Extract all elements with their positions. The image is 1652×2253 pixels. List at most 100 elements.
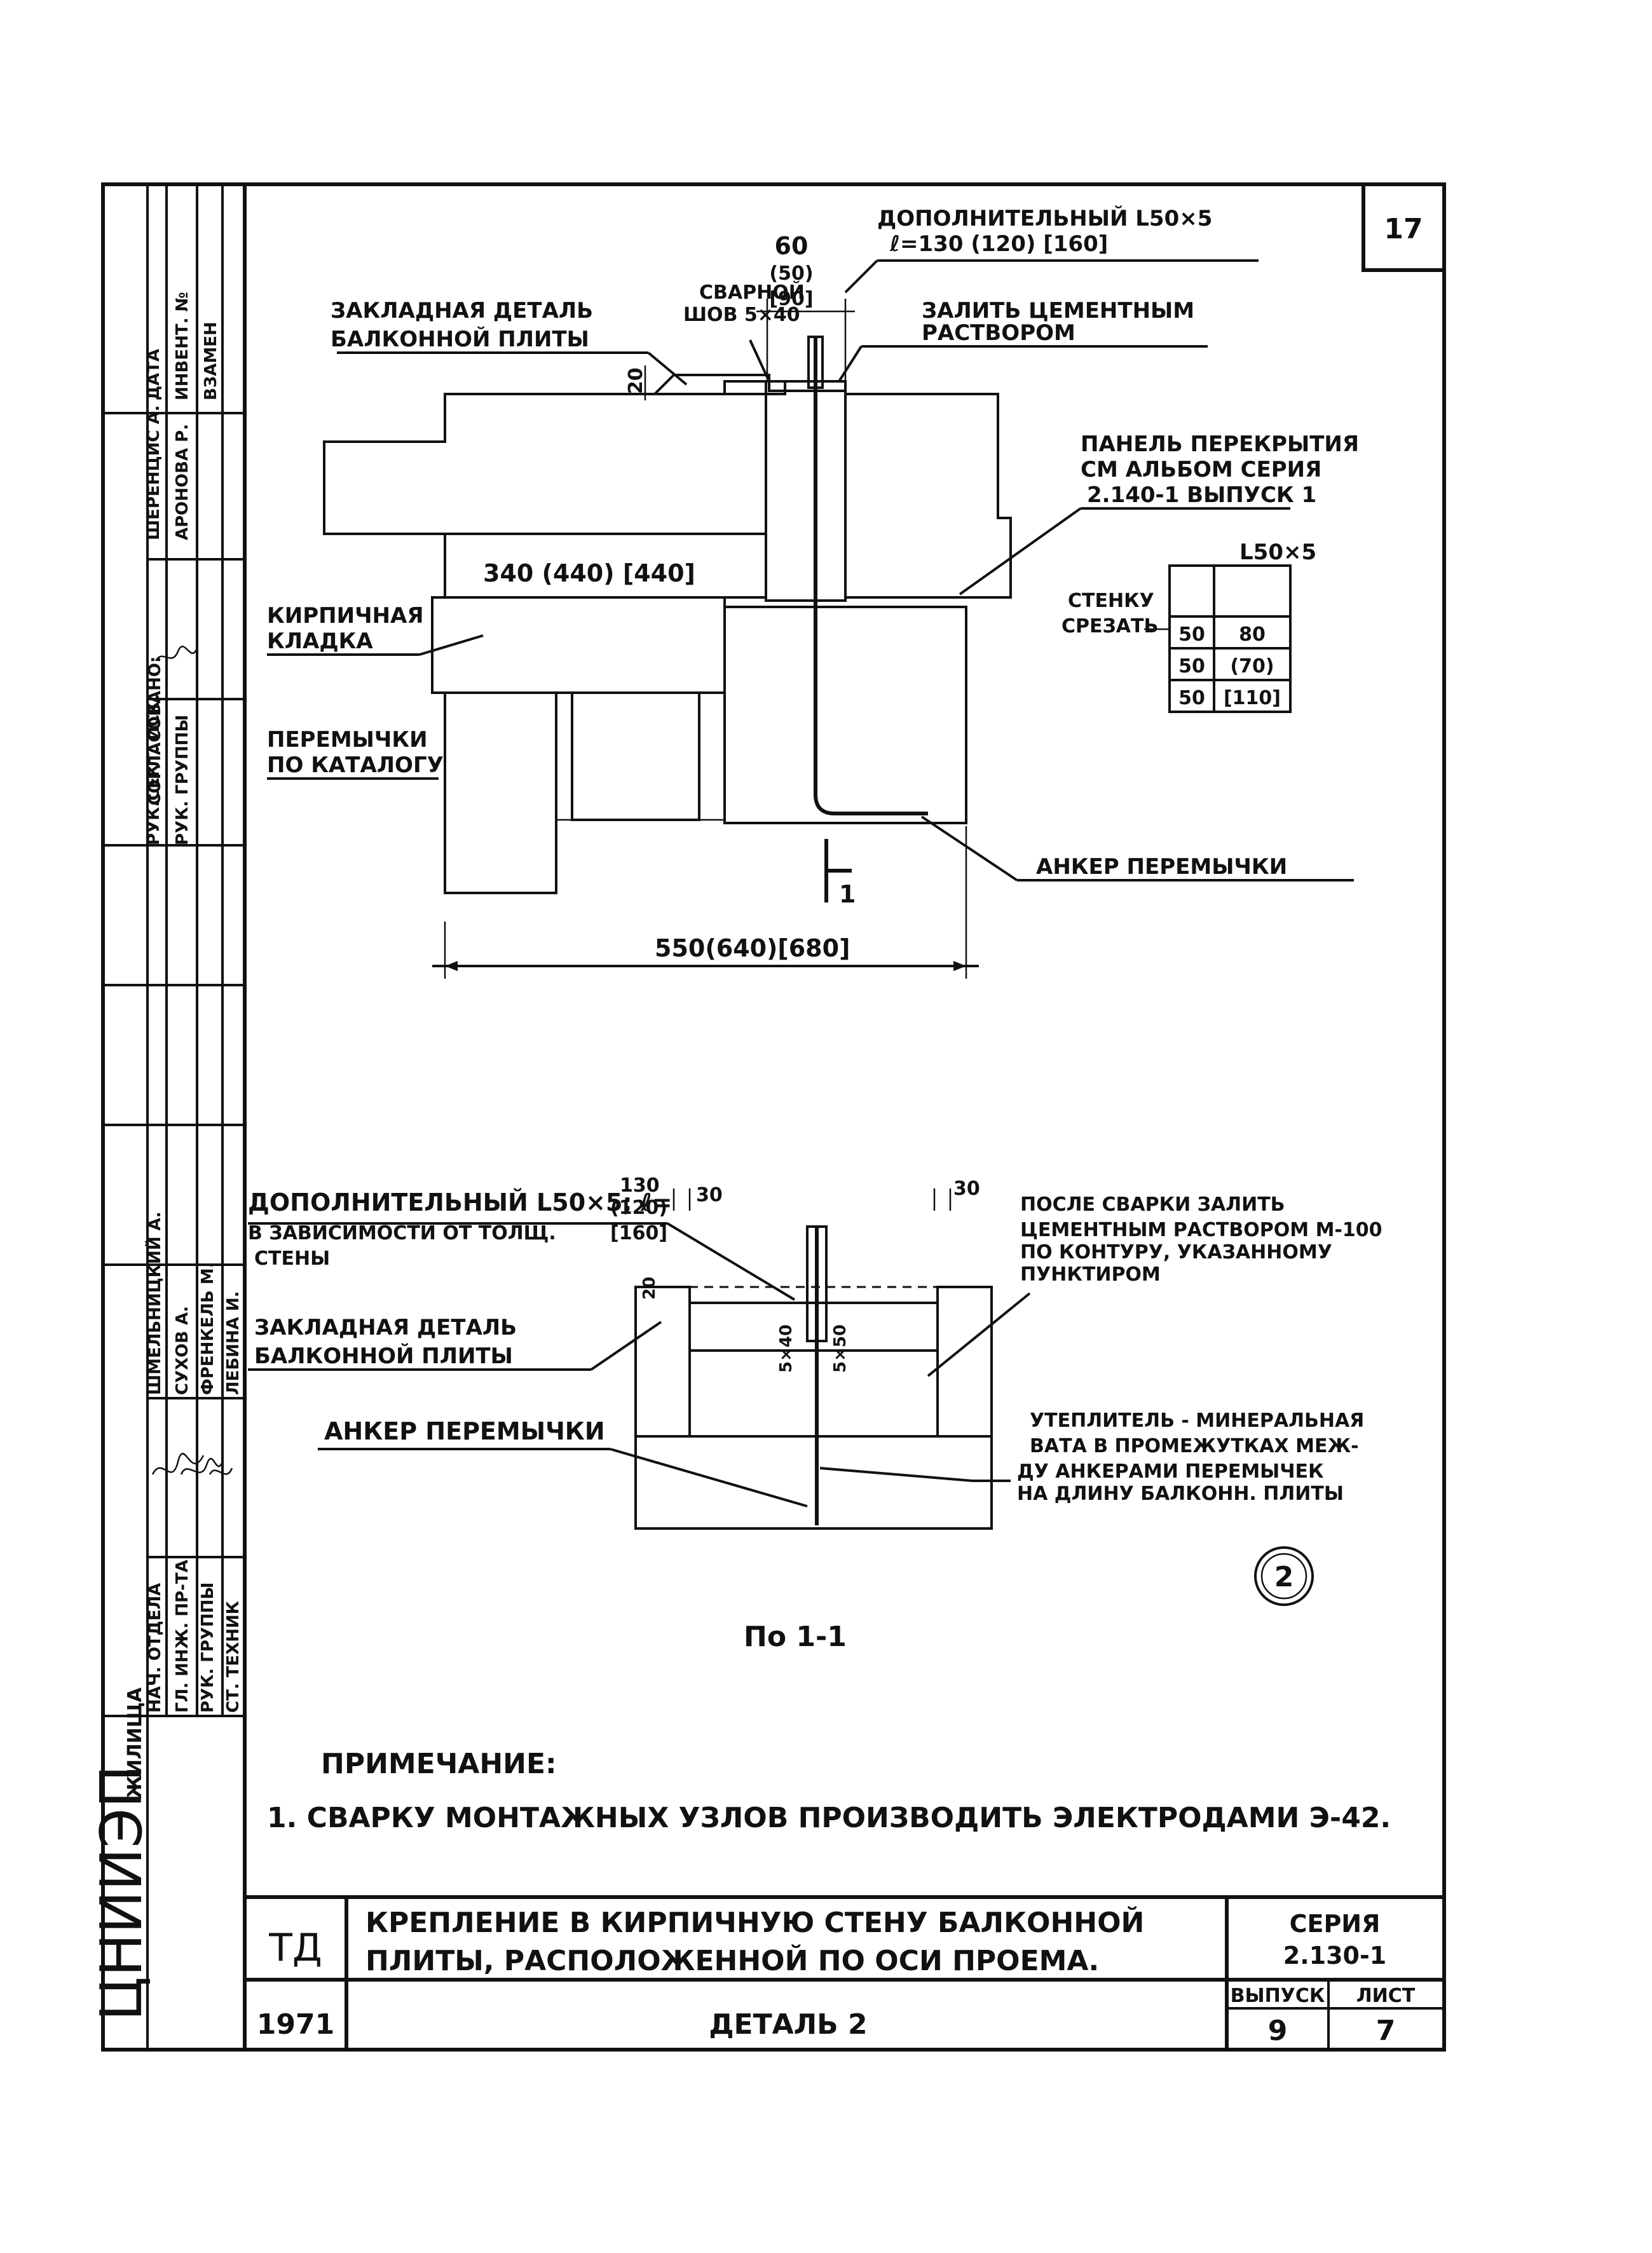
dim-60: 60 — [775, 232, 809, 260]
depends-label: В ЗАВИСИМОСТИ ОТ ТОЛЩ. — [248, 1222, 556, 1244]
additional-angle-len: ℓ=130 (120) [160] — [889, 231, 1108, 257]
balcony-slab — [323, 393, 767, 535]
series-value: 2.130-1 — [1283, 1942, 1386, 1970]
table-cell: 80 — [1239, 623, 1266, 646]
lintel-main — [723, 606, 967, 824]
bottom-anchor-label: АНКЕР ПЕРЕМЫЧКИ — [324, 1417, 605, 1445]
issue-label: ВЫПУСК — [1231, 1985, 1325, 2007]
lintel-label: ПЕРЕМЫЧКИ — [267, 727, 428, 752]
stamp-approved-name-1: АРОНОВА Р. — [173, 424, 192, 540]
additional-angle-label: ДОПОЛНИТЕЛЬНЫЙ L50×5 — [877, 205, 1212, 231]
table-cell: 50 — [1178, 687, 1205, 709]
insulation — [936, 1286, 993, 1438]
title-line-2: ПЛИТЫ, РАСПОЛОЖЕННОЙ ПО ОСИ ПРОЕМА. — [365, 1943, 1099, 1977]
weld-5x40: 5×40 — [777, 1324, 796, 1373]
signature — [151, 1452, 205, 1475]
title-line-1: КРЕПЛЕНИЕ В КИРПИЧНУЮ СТЕНУ БАЛКОННОЙ — [365, 1905, 1144, 1939]
embedded-label-2: БАЛКОННОЙ ПЛИТЫ — [331, 326, 589, 352]
weld-label: СВАРНОЙ — [699, 281, 805, 304]
after-weld-label-2: ЦЕМЕНТНЫМ РАСТВОРОМ М-100 — [1020, 1219, 1382, 1241]
bottom-embedded-label-2: БАЛКОННОЙ ПЛИТЫ — [254, 1343, 513, 1369]
notes-item: 1. СВАРКУ МОНТАЖНЫХ УЗЛОВ ПРОИЗВОДИТЬ ЭЛ… — [267, 1802, 1391, 1834]
dim-550: 550(640)[680] — [655, 934, 850, 962]
brick-masonry — [431, 596, 726, 694]
depends-label-2: СТЕНЫ — [254, 1248, 330, 1270]
org-name: ЦНИИЭП — [88, 1765, 155, 2021]
sheet-value: 7 — [1376, 2015, 1396, 2047]
after-weld-label-3: ПО КОНТУРУ, УКАЗАННОМУ — [1020, 1241, 1332, 1263]
anchor-label: АНКЕР ПЕРЕМЫЧКИ — [1036, 854, 1287, 880]
signer-role-2: ГЛ. ИНЖ. ПР-ТА — [173, 1560, 192, 1713]
section-mark: 1 — [839, 880, 856, 908]
embedded-label: ЗАКЛАДНАЯ ДЕТАЛЬ — [331, 298, 593, 323]
lintel — [571, 691, 700, 821]
masonry-label: КИРПИЧНАЯ — [267, 603, 424, 629]
table-cell: 50 — [1178, 623, 1205, 646]
signer-role-4: СТ. ТЕХНИК — [224, 1601, 243, 1713]
section-title: По 1-1 — [744, 1621, 847, 1653]
title-detail: ДЕТАЛЬ 2 — [709, 2008, 867, 2041]
sheet-number-box — [1362, 182, 1446, 272]
signature — [180, 1457, 224, 1475]
bottom-embedded-label: ЗАКЛАДНАЯ ДЕТАЛЬ — [254, 1315, 517, 1340]
after-weld-label: ПОСЛЕ СВАРКИ ЗАЛИТЬ — [1020, 1194, 1285, 1216]
stamp-header-inv: ИНВЕНТ. № — [173, 292, 192, 400]
panel-label-2: СМ АЛЬБОМ СЕРИЯ — [1081, 457, 1321, 482]
table-cell: (70) — [1230, 655, 1274, 677]
sheet-label: ЛИСТ — [1356, 1985, 1416, 2007]
dim-20: 20 — [625, 367, 647, 394]
dim-30: 30 — [953, 1178, 980, 1200]
insulation — [634, 1286, 691, 1438]
lintel — [444, 691, 557, 894]
bottom-additional-label: ДОПОЛНИТЕЛЬНЫЙ L50×5; ℓ= — [248, 1188, 672, 1216]
angle-table: L50×5 СТЕНКУ СРЕЗАТЬ 50 80 50 (70) 50 [1… — [1062, 540, 1316, 713]
notes-title: ПРИМЕЧАНИЕ: — [321, 1748, 557, 1780]
signer-name-3: ФРЕНКЕЛЬ М. — [198, 1262, 217, 1395]
panel-label-3: 2.140-1 ВЫПУСК 1 — [1087, 482, 1316, 508]
lintel-section — [634, 1435, 993, 1530]
insulation-label-4: НА ДЛИНУ БАЛКОНН. ПЛИТЫ — [1017, 1483, 1344, 1505]
table-side-2: СРЕЗАТЬ — [1062, 615, 1158, 637]
weld-label-2: ШОВ 5×40 — [683, 304, 800, 326]
approved-title: СОГЛАСОВАНО: — [146, 657, 165, 806]
sheet-frame — [101, 182, 1446, 2052]
title-year: 1971 — [257, 2008, 334, 2041]
org-sub: ЖИЛИЩА — [124, 1687, 146, 1799]
top-detail: 60 (50) [90] 20 ДОПОЛНИТЕЛЬНЫЙ L50×5 ℓ=1… — [267, 205, 1359, 979]
signer-name-2: СУХОВ А. — [173, 1306, 192, 1395]
signer-role-1: НАЧ. ОТДЕЛА — [146, 1583, 165, 1713]
stamp-header-date: ДАТА — [144, 349, 163, 400]
insulation-label: УТЕПЛИТЕЛЬ - МИНЕРАЛЬНАЯ — [1030, 1410, 1364, 1432]
title-code: ТД — [268, 1926, 322, 1970]
stamp-header-replace: ВЗАМЕН — [201, 322, 221, 400]
mortar-joint — [765, 380, 847, 602]
stamp-approved-role-b: РУК. ГРУППЫ — [173, 715, 192, 845]
left-stamp: СОГЛАСОВАНО: ШЕРЕНЦИС А. АРОНОВА Р. РУК.… — [88, 184, 245, 2050]
section-detail: ДОПОЛНИТЕЛЬНЫЙ L50×5; ℓ= 130 (120) [160]… — [248, 1174, 1382, 1653]
signature — [154, 646, 198, 662]
pour-label: ЗАЛИТЬ ЦЕМЕНТНЫМ — [922, 298, 1194, 323]
len-160: [160] — [610, 1222, 667, 1244]
dim-50: (50) — [769, 262, 813, 285]
floor-panel — [844, 393, 1012, 599]
panel-label: ПАНЕЛЬ ПЕРЕКРЫТИЯ — [1081, 432, 1359, 457]
after-weld-label-4: ПУНКТИРОМ — [1020, 1263, 1161, 1286]
series-label: СЕРИЯ — [1290, 1910, 1381, 1938]
insulation-label-2: ВАТА В ПРОМЕЖУТКАХ МЕЖ- — [1030, 1435, 1359, 1457]
pour-label-2: РАСТВОРОМ — [922, 320, 1075, 346]
masonry-label-2: КЛАДКА — [267, 629, 373, 654]
stamp-approved-role-a: РУК.СЕКТ. ИСК. — [144, 695, 163, 845]
signature — [208, 1467, 233, 1475]
table-cell: 50 — [1178, 655, 1205, 677]
detail-number-circle — [1254, 1546, 1314, 1606]
signer-name-4: ЛЕБИНА И. — [224, 1291, 243, 1395]
insulation-label-3: ДУ АНКЕРАМИ ПЕРЕМЫЧЕК — [1017, 1460, 1324, 1483]
len-130: 130 — [620, 1174, 660, 1197]
lintel-label-2: ПО КАТАЛОГУ — [267, 752, 444, 778]
dim-20: 20 — [640, 1277, 659, 1300]
signer-role-3: РУК. ГРУППЫ — [198, 1583, 217, 1713]
weld-5x50: 5×50 — [831, 1324, 850, 1373]
sheet-number: 17 — [1384, 213, 1423, 245]
table-side-1: СТЕНКУ — [1068, 590, 1154, 612]
stamp-approved-role-1: ШЕРЕНЦИС А. — [144, 405, 163, 540]
